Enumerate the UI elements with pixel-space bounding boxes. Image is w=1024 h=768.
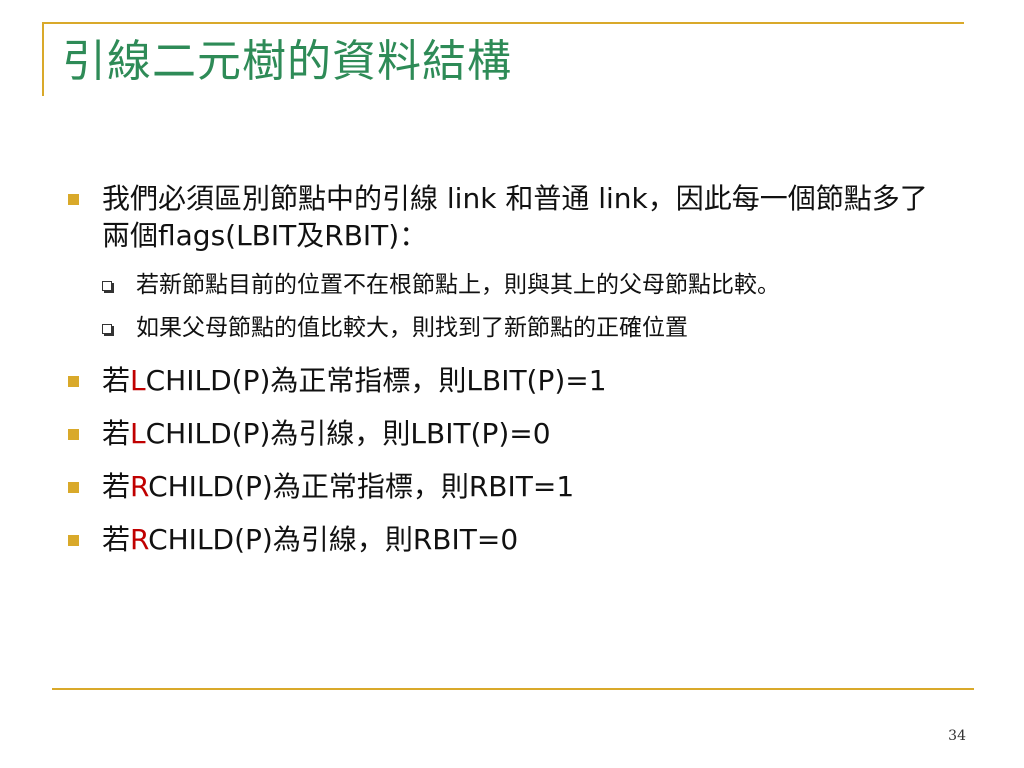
hollow-square-bullet-icon xyxy=(102,281,112,291)
hollow-square-bullet-icon xyxy=(102,324,112,334)
bullet-rest: CHILD(P)為正常指標，則RBIT=1 xyxy=(148,470,575,503)
square-bullet-icon xyxy=(68,194,79,205)
highlight-letter: L xyxy=(130,417,146,450)
bullet-rest: CHILD(P)為引線，則LBIT(P)=0 xyxy=(145,417,551,450)
sub-bullet-text-1: 若新節點目前的位置不在根節點上，則與其上的父母節點比較。 xyxy=(136,272,780,298)
highlight-letter: L xyxy=(130,364,146,397)
sub-bullet-text-2: 如果父母節點的值比較大，則找到了新節點的正確位置 xyxy=(136,315,688,341)
left-rule xyxy=(42,22,44,96)
square-bullet-icon xyxy=(68,535,79,546)
bullet-prefix: 若 xyxy=(102,470,131,503)
bullet-prefix: 若 xyxy=(102,523,131,556)
slide-content: 我們必須區別節點中的引線 link 和普通 link，因此每一個節點多了兩個fl… xyxy=(68,180,948,574)
slide-title: 引線二元樹的資料結構 xyxy=(62,36,512,87)
bullet-item-5: 若RCHILD(P)為引線，則RBIT=0 xyxy=(68,521,948,558)
top-rule xyxy=(42,22,964,24)
highlight-letter: R xyxy=(130,523,149,556)
bullet-item-1: 我們必須區別節點中的引線 link 和普通 link，因此每一個節點多了兩個fl… xyxy=(68,180,948,254)
highlight-letter: R xyxy=(130,470,149,503)
sub-bullet-item-1: 若新節點目前的位置不在根節點上，則與其上的父母節點比較。 xyxy=(102,270,948,301)
bullet-rest: CHILD(P)為引線，則RBIT=0 xyxy=(148,523,519,556)
bullet-item-4: 若RCHILD(P)為正常指標，則RBIT=1 xyxy=(68,468,948,505)
square-bullet-icon xyxy=(68,482,79,493)
bullet-prefix: 若 xyxy=(102,417,131,450)
page-number: 34 xyxy=(948,728,966,744)
bottom-rule xyxy=(52,688,974,690)
sub-bullet-item-2: 如果父母節點的值比較大，則找到了新節點的正確位置 xyxy=(102,313,948,344)
bullet-item-3: 若LCHILD(P)為引線，則LBIT(P)=0 xyxy=(68,415,948,452)
bullet-item-2: 若LCHILD(P)為正常指標，則LBIT(P)=1 xyxy=(68,362,948,399)
bullet-rest: CHILD(P)為正常指標，則LBIT(P)=1 xyxy=(145,364,607,397)
square-bullet-icon xyxy=(68,429,79,440)
bullet-text-1: 我們必須區別節點中的引線 link 和普通 link，因此每一個節點多了兩個fl… xyxy=(102,182,928,252)
square-bullet-icon xyxy=(68,376,79,387)
bullet-prefix: 若 xyxy=(102,364,131,397)
